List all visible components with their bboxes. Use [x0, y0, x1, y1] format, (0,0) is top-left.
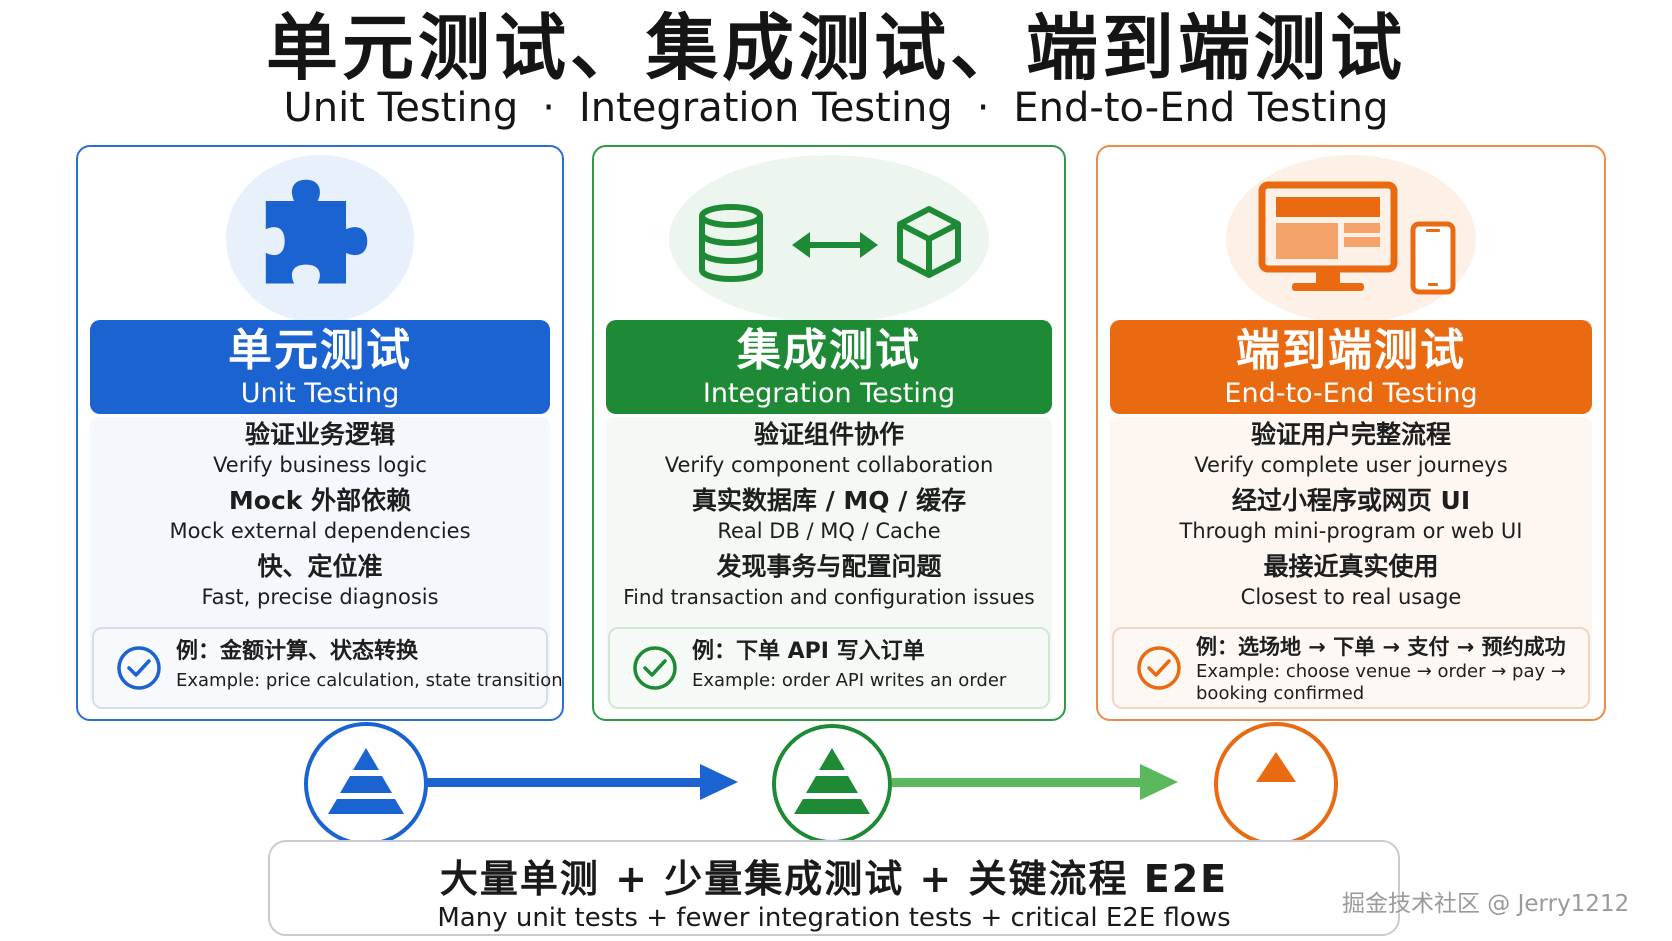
point-en: Verify component collaboration	[664, 453, 994, 477]
point-item: 验证组件协作 Verify component collaboration	[594, 419, 1064, 485]
puzzle-icon	[265, 179, 368, 284]
page-title: 单元测试、集成测试、端到端测试	[265, 6, 1406, 90]
example-zh: 例：下单 API 写入订单	[692, 639, 925, 664]
banner-title-en: Unit Testing	[240, 378, 400, 409]
point-zh: 真实数据库 / MQ / 缓存	[691, 486, 967, 515]
database-icon	[699, 204, 763, 283]
point-item: 真实数据库 / MQ / 缓存 Real DB / MQ / Cache	[594, 485, 1064, 551]
example-zh: 例：金额计算、状态转换	[176, 639, 419, 664]
pyramid-integration-icon	[772, 724, 892, 844]
point-en: Mock external dependencies	[169, 519, 471, 543]
summary-en: Many unit tests + fewer integration test…	[437, 903, 1231, 933]
example-en: Example: price calculation, state transi…	[176, 670, 563, 691]
example-en: Example: order API writes an order	[692, 670, 1007, 691]
example-box: 例：下单 API 写入订单 Example: order API writes …	[608, 627, 1050, 709]
point-zh: 最接近真实使用	[1263, 552, 1439, 581]
point-en: Verify complete user journeys	[1194, 453, 1508, 477]
e2e-testing-card: 端到端测试 End-to-End Testing 验证用户完整流程 Verify …	[1096, 145, 1606, 721]
point-zh: 验证用户完整流程	[1250, 420, 1451, 449]
point-zh: 验证业务逻辑	[244, 420, 395, 449]
point-en: Through mini-program or web UI	[1179, 519, 1523, 543]
point-item: 经过小程序或网页 UI Through mini-program or web U…	[1098, 485, 1604, 551]
point-zh: 验证组件协作	[753, 420, 904, 449]
example-box: 例：金额计算、状态转换 Example: price calculation, …	[92, 627, 563, 709]
point-item: 最接近真实使用 Closest to real usage	[1098, 551, 1604, 617]
subtitle-separator: ·	[542, 85, 555, 131]
double-arrow-icon	[792, 232, 878, 258]
point-zh: Mock 外部依赖	[228, 486, 412, 515]
triangle-e2e-icon	[1214, 722, 1338, 846]
summary-zh: 大量单测 + 少量集成测试 + 关键流程 E2E	[439, 857, 1229, 901]
point-en: Real DB / MQ / Cache	[717, 519, 941, 543]
point-zh: 快、定位准	[257, 552, 383, 581]
unit-testing-card: 单元测试 Unit Testing 验证业务逻辑 Verify business …	[76, 145, 564, 721]
arrow-green	[892, 764, 1178, 800]
point-zh: 发现事务与配置问题	[716, 552, 942, 581]
point-item: Mock 外部依赖 Mock external dependencies	[78, 485, 562, 551]
point-item: 验证业务逻辑 Verify business logic	[78, 419, 562, 485]
banner-title-en: Integration Testing	[702, 378, 956, 409]
subtitle-e2e: End-to-End Testing	[1013, 85, 1389, 131]
subtitle-separator: ·	[976, 85, 990, 131]
card-banner: 端到端测试 End-to-End Testing	[1110, 320, 1592, 414]
point-item: 发现事务与配置问题 Find transaction and configurat…	[594, 551, 1064, 617]
point-en: Verify business logic	[213, 453, 427, 477]
subtitle-unit: Unit Testing	[283, 85, 519, 131]
pyramid-unit-icon	[304, 722, 428, 846]
point-item: 验证用户完整流程 Verify complete user journeys	[1098, 419, 1604, 485]
check-circle-icon	[633, 646, 677, 690]
point-item: 快、定位准 Fast, precise diagnosis	[78, 551, 562, 617]
banner-title-zh: 单元测试	[228, 325, 412, 376]
watermark: 掘金技术社区 @ Jerry1212	[1342, 891, 1630, 917]
example-box: 例：选场地 → 下单 → 支付 → 预约成功 Example: choose v…	[1112, 627, 1590, 709]
card-points: 验证组件协作 Verify component collaboration 真实数…	[594, 419, 1064, 617]
point-zh: 经过小程序或网页 UI	[1231, 486, 1471, 515]
point-en: Closest to real usage	[1240, 585, 1462, 609]
summary-box: 大量单测 + 少量集成测试 + 关键流程 E2E Many unit tests…	[268, 840, 1400, 936]
cube-icon	[897, 206, 961, 278]
example-en: Example: choose venue → order → pay → bo…	[1196, 661, 1566, 704]
card-points: 验证用户完整流程 Verify complete user journeys 经过…	[1098, 419, 1604, 617]
card-banner: 集成测试 Integration Testing	[606, 320, 1052, 414]
example-zh: 例：选场地 → 下单 → 支付 → 预约成功	[1196, 635, 1566, 659]
check-circle-icon	[117, 646, 161, 690]
banner-title-zh: 集成测试	[737, 325, 921, 376]
phone-icon	[1410, 221, 1456, 295]
point-en: Fast, precise diagnosis	[201, 585, 439, 609]
arrow-blue	[425, 764, 738, 800]
integration-testing-card: 集成测试 Integration Testing 验证组件协作 Verify co…	[592, 145, 1066, 721]
subtitle-integration: Integration Testing	[578, 85, 953, 131]
icon-backdrop	[669, 155, 989, 323]
banner-title-zh: 端到端测试	[1236, 325, 1466, 376]
point-en: Find transaction and configuration issue…	[623, 585, 1035, 609]
card-banner: 单元测试 Unit Testing	[90, 320, 550, 414]
monitor-icon	[1258, 181, 1398, 291]
check-circle-icon	[1137, 646, 1181, 690]
banner-title-en: End-to-End Testing	[1224, 378, 1478, 409]
page-subtitle: Unit Testing · Integration Testing · End-to-…	[0, 84, 1672, 132]
